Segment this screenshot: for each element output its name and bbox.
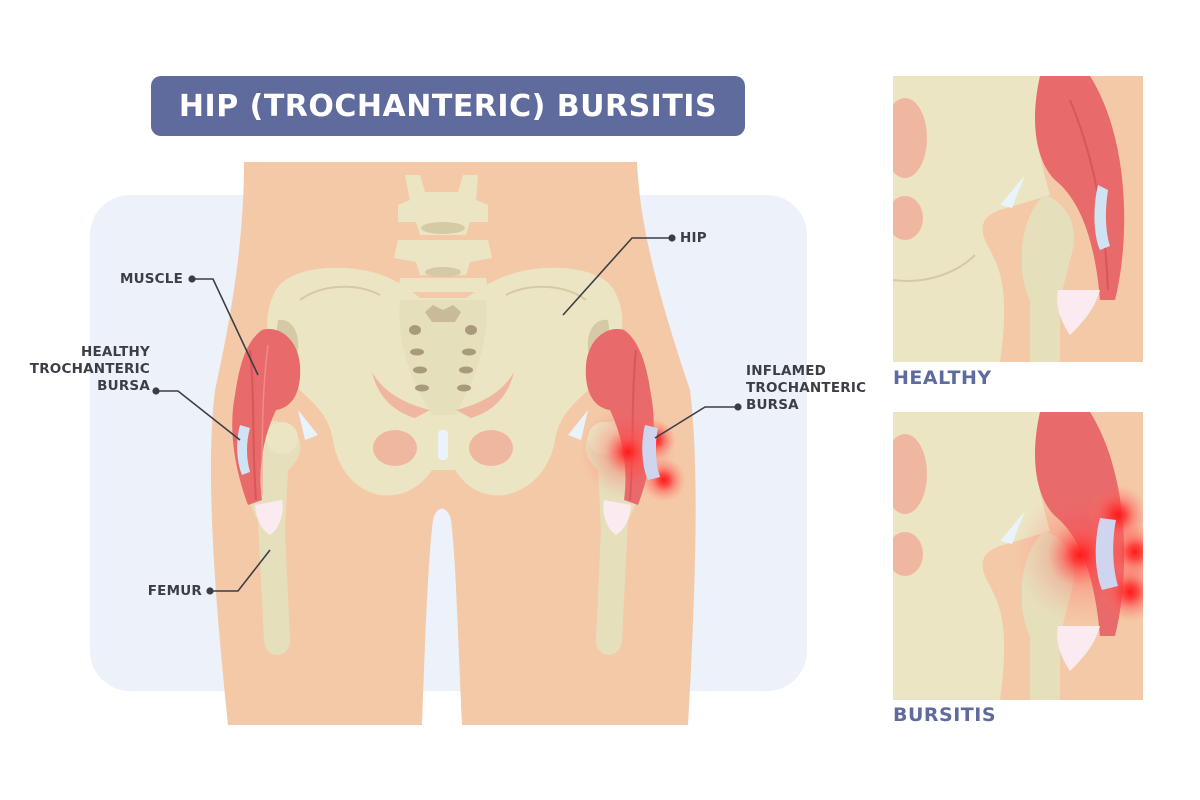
left-hip-healthy	[232, 319, 318, 655]
leader-lines	[152, 234, 742, 595]
bursitis-detail-panel	[893, 412, 1143, 700]
healthy-detail-panel	[893, 76, 1143, 362]
label-muscle: MUSCLE	[119, 271, 183, 287]
panel-label-bursitis: BURSITIS	[893, 704, 997, 726]
spine	[394, 175, 492, 292]
label-inflamed-trochanteric-bursa: INFLAMED TROCHANTERIC BURSA	[746, 363, 867, 413]
label-femur: FEMUR	[147, 583, 202, 599]
right-hip-inflamed	[568, 319, 686, 655]
label-healthy-trochanteric-bursa: HEALTHY TROCHANTERIC BURSA	[29, 344, 150, 394]
title-banner: HIP (TROCHANTERIC) BURSITIS	[151, 76, 745, 136]
label-hip: HIP	[680, 230, 707, 246]
page-title: HIP (TROCHANTERIC) BURSITIS	[178, 88, 718, 124]
panel-label-healthy: HEALTHY	[893, 367, 992, 389]
pelvis	[267, 267, 623, 496]
